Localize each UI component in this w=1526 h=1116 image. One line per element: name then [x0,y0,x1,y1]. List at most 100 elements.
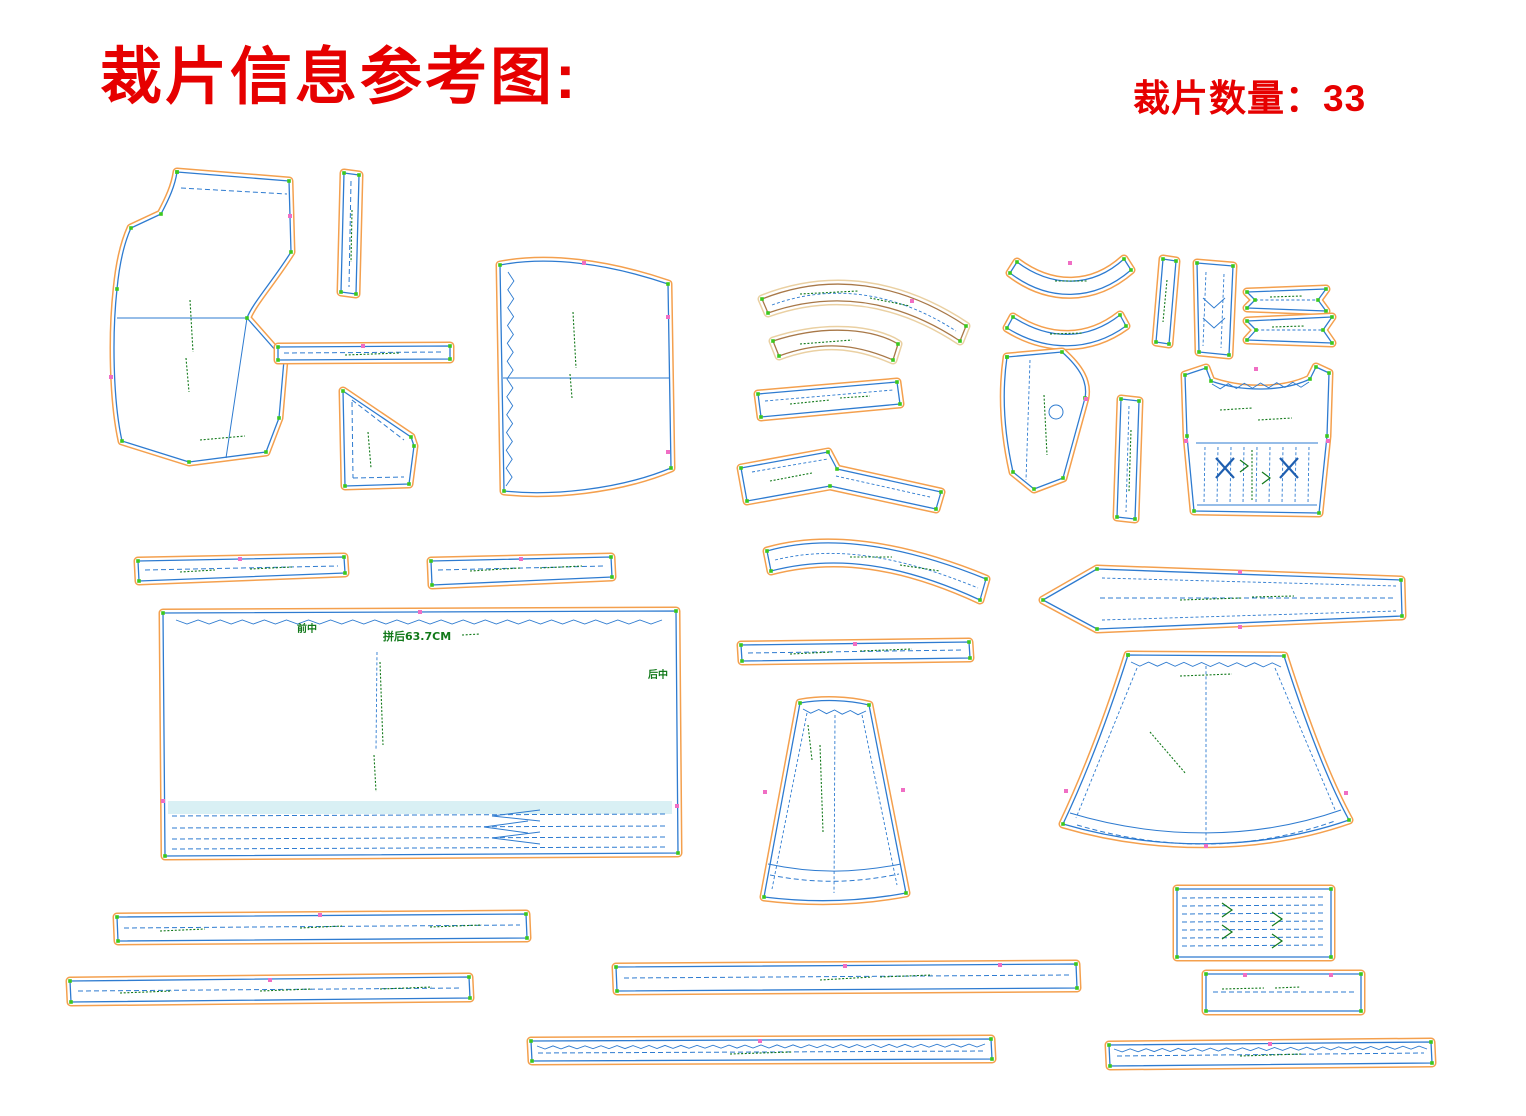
corner-point [1324,309,1328,313]
corner-point [766,311,770,315]
label-back-width: 拼后63.7CM [383,629,451,643]
corner-point [666,282,670,286]
pattern-piece-facing [1004,350,1086,491]
label-back-center: 后中 [648,668,668,681]
pattern-piece-strap-long-a [115,912,529,943]
corner-point [1197,350,1201,354]
corner-point [264,450,268,454]
pattern-piece-strap-long-d [529,1037,994,1063]
corner-point [798,701,802,705]
corner-point [765,549,769,553]
corner-point [129,226,133,230]
corner-point [1115,515,1119,519]
corner-point [1133,517,1137,521]
corner-point [407,482,411,486]
corner-point [115,287,119,291]
corner-point [1324,287,1328,291]
corner-point [115,915,119,919]
corner-point [430,583,434,587]
corner-point [1011,315,1015,319]
pattern-piece-side-panel [498,261,673,493]
corner-point [1119,397,1123,401]
corner-point [1308,377,1312,381]
corner-point [1137,399,1141,403]
pattern-piece-strap-long-c [614,962,1079,993]
corner-point [502,489,506,493]
corner-point [895,380,899,384]
corner-point [342,555,346,559]
corner-point [1329,887,1333,891]
corner-point [1399,578,1403,582]
pattern-piece-narrow-strip [1115,397,1141,521]
corner-point [1330,315,1334,319]
label-front-center: 前中 [297,622,317,635]
corner-point [468,996,472,1000]
corner-point [245,316,249,320]
corner-point [354,292,358,296]
corner-point [826,450,830,454]
corner-point [756,392,760,396]
corner-point [1231,264,1235,268]
corner-point [958,339,962,343]
corner-point [1126,653,1130,657]
corner-point [898,402,902,406]
corner-point [1245,290,1249,294]
corner-point [339,290,343,294]
corner-point [1329,955,1333,959]
corner-point [116,939,120,943]
piece-count-label: 裁片数量：33 [1133,78,1367,119]
corner-point [524,912,528,916]
corner-point [1041,598,1045,602]
pattern-piece-band [739,640,972,663]
corner-point [1061,476,1065,480]
corner-point [498,263,502,267]
corner-point [1254,328,1258,332]
corner-point [760,297,764,301]
corner-point [676,851,680,855]
corner-point [739,643,743,647]
corner-point [1227,353,1231,357]
corner-point [341,389,345,393]
corner-point [448,357,452,361]
corner-point [1174,259,1178,263]
corner-point [1015,260,1019,264]
corner-point [669,466,673,470]
corner-point [1359,1009,1363,1013]
corner-point [357,173,361,177]
pattern-piece-shirring-panel [1175,887,1333,959]
corner-point [1327,371,1331,375]
corner-point [1253,298,1257,302]
corner-point [137,579,141,583]
corner-point [1011,470,1015,474]
corner-point [904,891,908,895]
corner-point [835,467,839,471]
corner-point [1175,887,1179,891]
pattern-piece-waistband-left [136,555,347,583]
corner-point [1161,257,1165,261]
corner-point [1330,341,1334,345]
corner-point [739,466,743,470]
corner-point [1316,298,1320,302]
corner-point [1075,986,1079,990]
pattern-piece-pointed-band-b [1245,315,1334,345]
corner-point [1183,373,1187,377]
pattern-piece-strap-long-b [68,975,472,1004]
corner-point [1154,340,1158,344]
corner-point [1074,962,1078,966]
corner-point [525,936,529,940]
corner-point [1204,366,1208,370]
pattern-piece-back-panel: 前中 拼后63.7CM 后中 [161,609,680,858]
corner-point [615,989,619,993]
corner-point [1192,509,1196,513]
corner-point [1400,614,1404,618]
corner-point [984,577,988,581]
corner-point [69,1000,73,1004]
corner-point [1359,972,1363,976]
corner-point [771,339,775,343]
corner-point [187,460,191,464]
corner-point [1314,365,1318,369]
corner-point [1209,379,1213,383]
corner-point [828,484,832,488]
corner-point [1325,434,1329,438]
corner-point [530,1059,534,1063]
